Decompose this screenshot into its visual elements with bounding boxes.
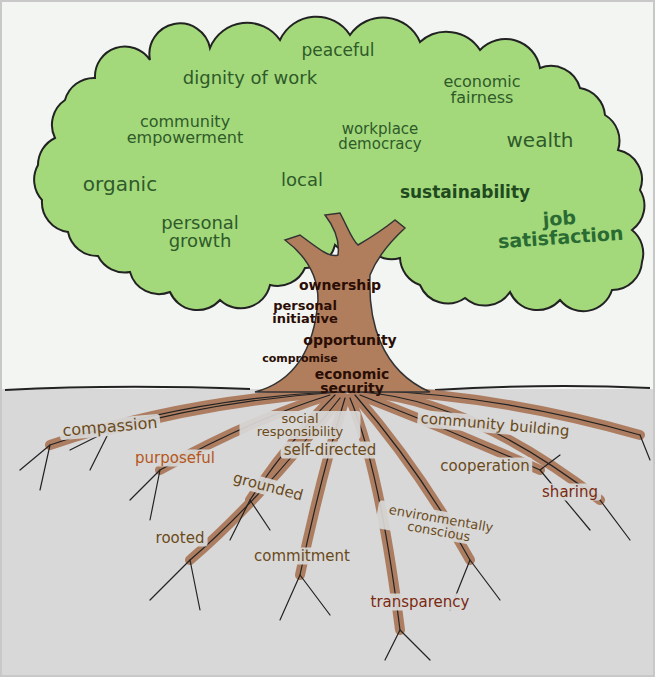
trunk-word: ownership <box>299 278 381 292</box>
crown-word: organic <box>83 174 157 194</box>
crown-word: economic fairness <box>432 74 532 106</box>
root-word: cooperation <box>437 458 532 475</box>
root-word: purposeful <box>132 450 218 467</box>
crown-word: workplace democracy <box>325 122 435 152</box>
crown-word: job satisfaction <box>484 204 636 252</box>
crown-word: local <box>281 171 323 189</box>
root-word: social responsibility <box>240 411 361 439</box>
crown-word: wealth <box>507 130 574 150</box>
root-word: self-directed <box>281 442 380 459</box>
root-word: commitment <box>251 548 353 565</box>
trunk-word: personal initiative <box>260 299 350 325</box>
crown-word: sustainability <box>400 184 530 201</box>
crown-word: community empowerment <box>120 114 250 146</box>
root-word: compassion <box>59 414 161 441</box>
crown-word: personal growth <box>150 214 250 250</box>
root-word: rooted <box>153 530 208 547</box>
crown-word: peaceful <box>302 42 375 59</box>
root-word: sharing <box>539 484 601 501</box>
root-word: grounded <box>228 469 308 506</box>
roots <box>20 390 650 660</box>
crown-word: dignity of work <box>183 69 317 87</box>
trunk-word: economic security <box>307 367 397 395</box>
tree-trunk <box>255 213 430 392</box>
root-word: transparency <box>368 594 473 611</box>
root-word: community building <box>417 410 573 440</box>
ground <box>0 389 655 677</box>
trunk-word: opportunity <box>303 333 396 347</box>
root-word: environmentally conscious <box>375 500 506 550</box>
trunk-word: compromise <box>262 353 338 364</box>
